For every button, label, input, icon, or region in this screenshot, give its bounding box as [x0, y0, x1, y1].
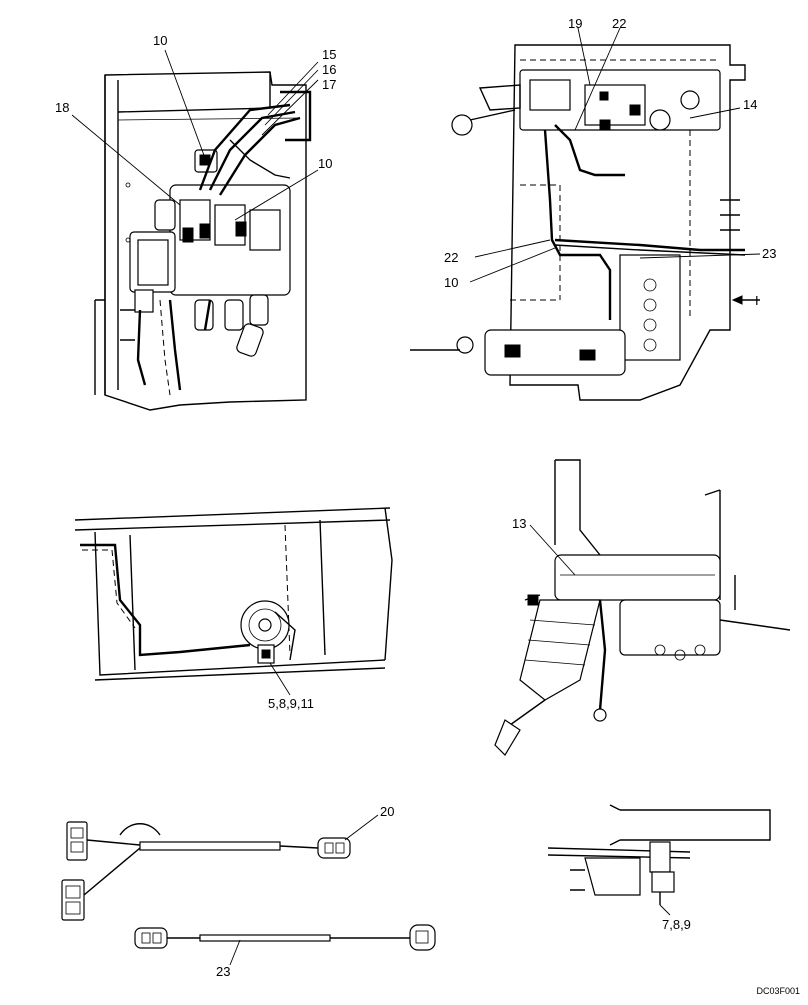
callout-10-right: 10 [318, 156, 333, 171]
drawing-code: DC03F001 [756, 986, 800, 996]
valve-assembly-view [71, 49, 319, 411]
view-arrow-I: I [755, 293, 759, 308]
callout-10-cab: 10 [444, 275, 459, 290]
callout-16: 16 [322, 62, 337, 77]
callout-23-cab: 23 [762, 246, 777, 261]
callout-22-mid: 22 [444, 250, 459, 265]
callout-23-harness: 23 [216, 964, 231, 979]
cab-plan-view [410, 27, 761, 401]
callout-13: 13 [512, 516, 527, 531]
callout-17: 17 [322, 77, 337, 92]
callout-5-8-9-11: 5,8,9,11 [268, 696, 315, 711]
frame-horn-view [74, 507, 393, 696]
callout-15: 15 [322, 47, 337, 62]
callout-7-8-9: 7,8,9 [662, 917, 691, 932]
joystick-console-view [494, 459, 791, 756]
callout-18: 18 [55, 100, 70, 115]
callout-14: 14 [743, 97, 758, 112]
callout-20: 20 [380, 804, 395, 819]
callout-22-top: 22 [612, 16, 627, 31]
callout-10-top-left: 10 [153, 33, 168, 48]
bracket-mount-view [547, 804, 771, 916]
harness-parts-view [61, 814, 436, 966]
callout-19: 19 [568, 16, 583, 31]
